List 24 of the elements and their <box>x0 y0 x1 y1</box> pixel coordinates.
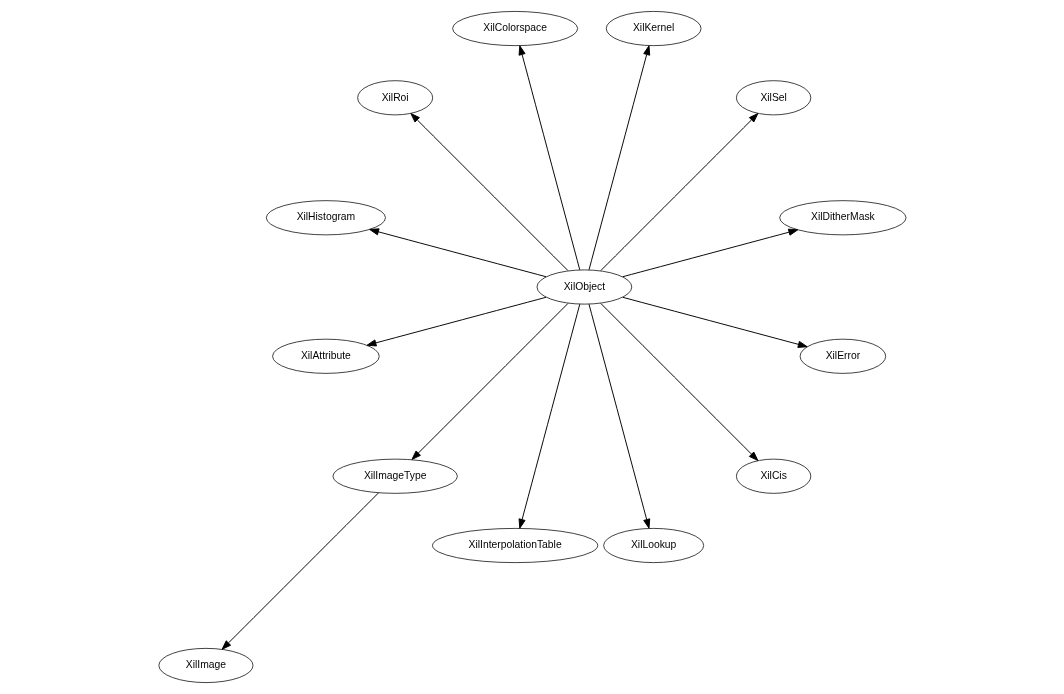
node-ellipse: XilColorspace <box>451 11 578 46</box>
arrow <box>621 296 808 348</box>
arrow <box>599 303 758 461</box>
node-ellipse: XilSel <box>735 80 811 116</box>
arrow <box>588 45 650 271</box>
arrow <box>368 228 546 278</box>
arrow <box>518 45 580 271</box>
arrow <box>621 228 798 278</box>
arrow <box>518 303 580 529</box>
node-ellipse: XilError <box>799 338 886 374</box>
arrow <box>366 296 546 347</box>
arrow <box>411 303 568 460</box>
node-ellipse: XilLookup <box>602 528 704 563</box>
arrow <box>599 113 758 272</box>
node-ellipse: XilKernel <box>605 11 701 46</box>
node-ellipse: XilImage <box>158 648 253 683</box>
node-ellipse: XilInterpolationTable <box>431 528 598 563</box>
node-ellipse: XilCis <box>735 458 811 494</box>
arrow <box>588 303 650 529</box>
arrow <box>221 492 379 650</box>
node-ellipse: XilRoi <box>356 80 433 116</box>
node-ellipse: XilImageType <box>332 458 458 494</box>
arrow <box>409 113 568 272</box>
node-ellipse: XilObject <box>536 269 632 305</box>
